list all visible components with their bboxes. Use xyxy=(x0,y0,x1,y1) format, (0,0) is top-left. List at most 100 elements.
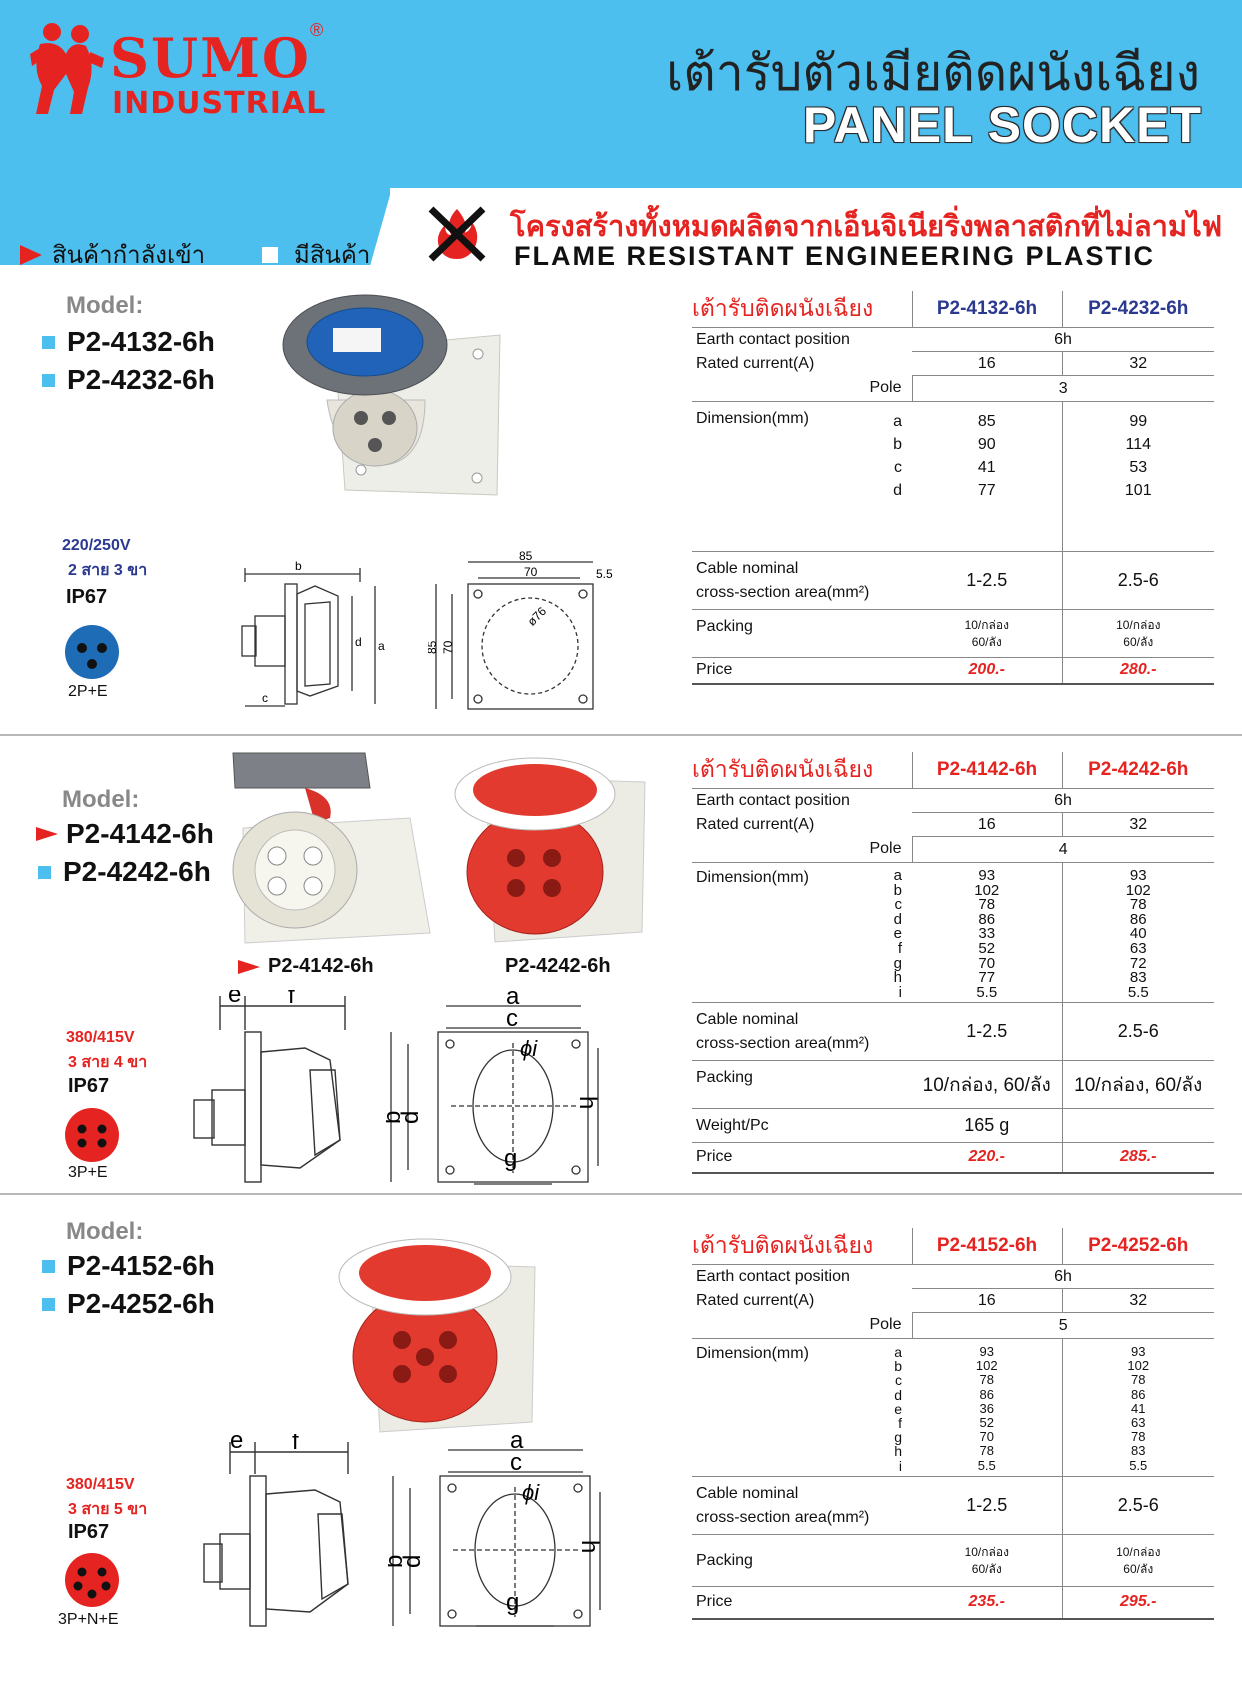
red-plug-face-icon xyxy=(65,1108,119,1162)
dimension-label-cell: Dimension(mm) a b c d e f g h i xyxy=(692,1339,912,1477)
in-stock-square-icon xyxy=(42,335,55,349)
price-value: 200.- xyxy=(968,661,1005,679)
dim-key: h xyxy=(894,1443,902,1460)
dim-value: 78 xyxy=(978,896,996,914)
dim-value: 83 xyxy=(1131,1443,1146,1459)
dim-key: b xyxy=(893,436,902,453)
packing-line: 10/กล่อง xyxy=(1116,1544,1161,1559)
cable-label: Cable nominal cross-section area(mm²) xyxy=(692,1003,912,1061)
flame-resistant-thai: โครงสร้างทั้งหมดผลิตจากเอ็นจิเนียริ่งพลา… xyxy=(510,211,1223,243)
dim-value: 5.5 xyxy=(1129,1457,1148,1473)
packing-value: 10/กล่อง, 60/ลัง xyxy=(1061,1060,1214,1109)
price-value: 235.- xyxy=(968,1593,1005,1611)
dim-value: 93 xyxy=(1131,1344,1146,1359)
cable-label: Cable nominal cross-section area(mm²) xyxy=(692,552,912,610)
dim-value: 102 xyxy=(974,881,1000,899)
pole-label: Pole xyxy=(869,840,902,858)
in-stock-square-icon xyxy=(42,1297,55,1311)
flame-resistant-english: FLAME RESISTANT ENGINEERING PLASTIC xyxy=(514,241,1156,271)
dim-value: 5.5 xyxy=(977,1457,996,1473)
dim-value: 86 xyxy=(1129,910,1147,928)
photo-caption: P2-4242-6h xyxy=(505,955,611,977)
dim-values-col: 99 114 53 101 xyxy=(1061,401,1214,552)
dim-key: c xyxy=(895,1372,902,1389)
pole-value: 4 xyxy=(911,836,1214,863)
dim-e-label: e xyxy=(228,990,241,1008)
dim-values-col: 85 90 41 77 xyxy=(912,402,1062,552)
price-value: 295.- xyxy=(1061,1586,1214,1619)
rated-value: 16 xyxy=(912,351,1062,376)
cable-value: 1-2.5 xyxy=(966,1495,1008,1515)
dim-phi-label: ϕi xyxy=(522,1480,540,1505)
cable-label: Cable nominal cross-section area(mm²) xyxy=(692,1477,912,1535)
cable-label-line: Cable nominal xyxy=(696,1484,799,1502)
dim-value: 5.5 xyxy=(1127,983,1149,1001)
dim-value: 77 xyxy=(978,969,996,987)
packing-line: 60/ลัง xyxy=(1123,1561,1154,1576)
side-view-diagram: e f xyxy=(203,1434,349,1627)
model-item: P2-4252-6h xyxy=(42,1288,215,1320)
model-item: P2-4242-6h xyxy=(38,856,211,888)
rated-label: Rated current(A) xyxy=(696,1291,815,1309)
dim-value: 33 xyxy=(978,925,996,943)
dim-f-label: f xyxy=(288,990,295,1009)
model-label: Model: xyxy=(66,1218,144,1245)
incoming-arrow-icon xyxy=(238,959,260,974)
legend-incoming: สินค้ากำลังเข้า xyxy=(20,235,205,274)
model-label: Model: xyxy=(62,786,140,813)
dim-value: 85 xyxy=(977,413,996,430)
cable-value: 2.5-6 xyxy=(1061,1476,1214,1535)
dim-h-label: h xyxy=(576,1540,603,1553)
cable-label-line: cross-section area(mm²) xyxy=(696,1034,870,1052)
dim-value: 52 xyxy=(978,939,996,957)
dim-value: 70 xyxy=(979,1429,994,1445)
dim-h-label: h xyxy=(574,1096,601,1109)
photo-caption-text: P2-4142-6h xyxy=(268,955,374,977)
weight-value-empty xyxy=(1061,1108,1214,1143)
dim-value: 93 xyxy=(1129,867,1147,884)
dimension-label: Dimension(mm) xyxy=(696,410,809,427)
front-view-diagram: 85 70 5.5 85 70 ø76 xyxy=(428,549,613,710)
in-stock-square-icon xyxy=(38,865,51,879)
dim-value: 41 xyxy=(1131,1400,1146,1416)
dim-c-label: c xyxy=(506,1005,518,1032)
voltage-label: 380/415V xyxy=(66,1029,135,1046)
dim-key: a xyxy=(894,1344,902,1360)
spec-table: เต้ารับติดผนังเฉียง P2-4142-6h P2-4242-6… xyxy=(692,752,1214,1174)
table-col-model: P2-4142-6h xyxy=(911,752,1062,789)
dim-key: b xyxy=(894,1358,902,1375)
dim-b-label: b xyxy=(386,1111,406,1124)
table-col-model: P2-4232-6h xyxy=(1061,291,1214,328)
model-name: P2-4242-6h xyxy=(63,856,211,887)
weight-value: 165 g xyxy=(964,1115,1010,1135)
packing-label: Packing xyxy=(696,1551,753,1569)
dim-key: f xyxy=(898,1415,902,1432)
pole-value: 5 xyxy=(911,1312,1214,1339)
earth-label: Earth contact position xyxy=(696,791,850,809)
sumo-wrestler-logo-icon xyxy=(30,23,104,114)
dim-value: 5.5 xyxy=(976,983,998,1001)
dim-value: 52 xyxy=(979,1415,994,1431)
dim-phi-label: ϕi xyxy=(520,1036,538,1061)
square-box-icon xyxy=(260,244,280,265)
table-col-model: P2-4152-6h xyxy=(911,1228,1062,1265)
price-label: Price xyxy=(696,1593,733,1611)
section-divider xyxy=(0,1193,1242,1195)
packing-line: 60/ลัง xyxy=(971,634,1002,649)
packing-line: 60/ลัง xyxy=(1123,634,1154,649)
model-name: P2-4142-6h xyxy=(66,818,214,849)
dim-values-col: 93 102 78 86 36 52 70 78 5.5 xyxy=(912,1339,1062,1477)
pole-label: Pole xyxy=(869,379,902,397)
dim-key: g xyxy=(893,954,902,972)
dimension-label-cell: Dimension(mm) a b c d e f g h i xyxy=(692,863,912,1003)
dim-key: b xyxy=(893,881,902,899)
price-value: 280.- xyxy=(1061,657,1214,684)
dim-value: 93 xyxy=(978,867,996,884)
dimension-label: Dimension(mm) xyxy=(696,869,809,886)
plug-config-label: 2P+E xyxy=(68,683,108,700)
photo-caption: P2-4142-6h xyxy=(238,955,374,978)
legend-in-stock: มีสินค้า xyxy=(260,235,370,274)
dim-value: 101 xyxy=(1124,482,1152,499)
wires-label: 3 สาย 5 ขา xyxy=(68,1501,148,1518)
model-item: P2-4232-6h xyxy=(42,364,215,396)
